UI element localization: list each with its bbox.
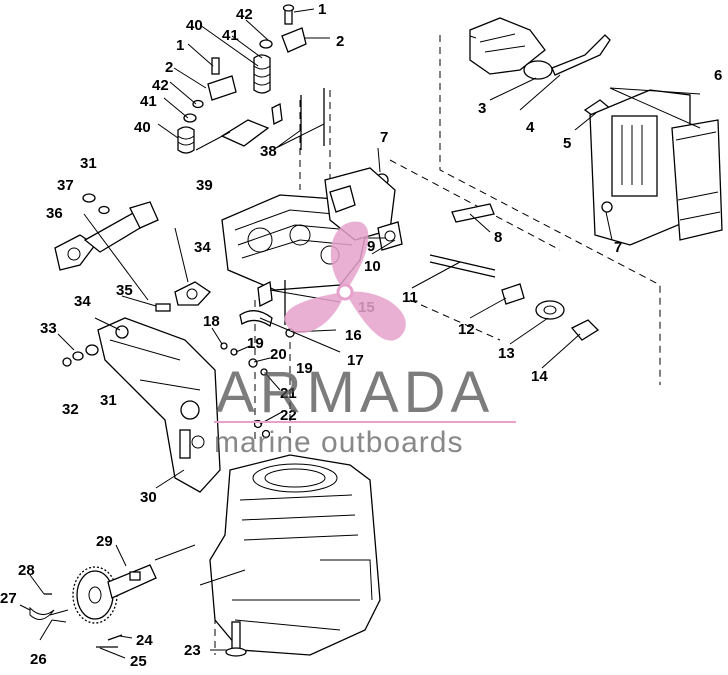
callout-2-top: 2 — [336, 33, 344, 50]
callout-24: 24 — [136, 632, 153, 649]
callout-36: 36 — [46, 205, 63, 222]
exhaust-ports-and-gaskets — [377, 203, 600, 341]
callout-42-top: 42 — [236, 6, 253, 23]
callout-41-top: 41 — [222, 27, 239, 44]
callout-18: 18 — [203, 313, 220, 330]
callout-42-left: 42 — [152, 77, 169, 94]
callout-9: 9 — [367, 238, 375, 255]
callout-38: 38 — [260, 143, 277, 160]
callout-2-left: 2 — [165, 59, 173, 76]
callout-32: 32 — [62, 401, 79, 418]
gasket-and-stud — [155, 281, 211, 312]
assembly-dashed-lines — [214, 35, 661, 655]
callout-39: 39 — [196, 177, 213, 194]
callout-10: 10 — [364, 258, 381, 275]
callout-27: 27 — [0, 590, 17, 607]
callout-34-left: 34 — [74, 293, 91, 310]
callout-11: 11 — [402, 289, 418, 306]
callout-12: 12 — [458, 321, 475, 338]
callout-25: 25 — [130, 653, 147, 670]
callout-5: 5 — [563, 135, 571, 152]
callout-20: 20 — [270, 346, 287, 363]
callout-3: 3 — [478, 100, 486, 117]
callout-1-left: 1 — [176, 37, 184, 54]
camshaft-gear — [29, 564, 157, 648]
callout-37: 37 — [57, 177, 74, 194]
callout-17: 17 — [347, 352, 364, 369]
callout-28: 28 — [18, 562, 35, 579]
callout-4: 4 — [526, 119, 535, 136]
propeller-logo — [284, 221, 406, 341]
callout-7-upper: 7 — [380, 129, 388, 146]
rocker-arm-set — [177, 4, 325, 154]
callout-6: 6 — [714, 67, 722, 84]
pin — [225, 621, 247, 657]
callout-33: 33 — [40, 320, 57, 337]
armada-watermark: ARMADA marine outboards — [214, 221, 516, 459]
valve-set — [239, 280, 295, 338]
callout-41-left: 41 — [140, 93, 157, 110]
mounting-bracket — [62, 317, 221, 493]
callout-35: 35 — [116, 282, 133, 299]
crankcase-block — [209, 454, 381, 656]
callout-7-lower: 7 — [614, 239, 622, 256]
callout-23: 23 — [184, 642, 201, 659]
callout-21: 21 — [280, 385, 297, 402]
callout-30: 30 — [140, 489, 157, 506]
callout-19-left: 19 — [247, 335, 264, 352]
callout-29: 29 — [96, 533, 113, 550]
callout-34-right: 34 — [194, 239, 211, 256]
callout-14: 14 — [531, 368, 548, 385]
small-fasteners — [220, 342, 271, 439]
callout-26: 26 — [30, 651, 47, 668]
callout-31-right: 31 — [100, 392, 117, 409]
callout-13: 13 — [498, 345, 515, 362]
callout-8: 8 — [494, 229, 502, 246]
callout-22: 22 — [280, 407, 297, 424]
callout-40-left: 40 — [134, 119, 151, 136]
leader-lines — [19, 8, 701, 659]
callout-19-right: 19 — [296, 360, 313, 377]
callout-16: 16 — [345, 327, 362, 344]
watermark-brand: ARMADA — [216, 360, 494, 425]
callout-1-top: 1 — [318, 1, 326, 18]
callout-40-top: 40 — [186, 17, 203, 34]
callout-31-top: 31 — [80, 155, 97, 172]
carburetor-and-air-cleaner — [469, 17, 723, 246]
intake-pipe — [54, 193, 159, 271]
watermark-tagline: marine outboards — [214, 426, 463, 459]
